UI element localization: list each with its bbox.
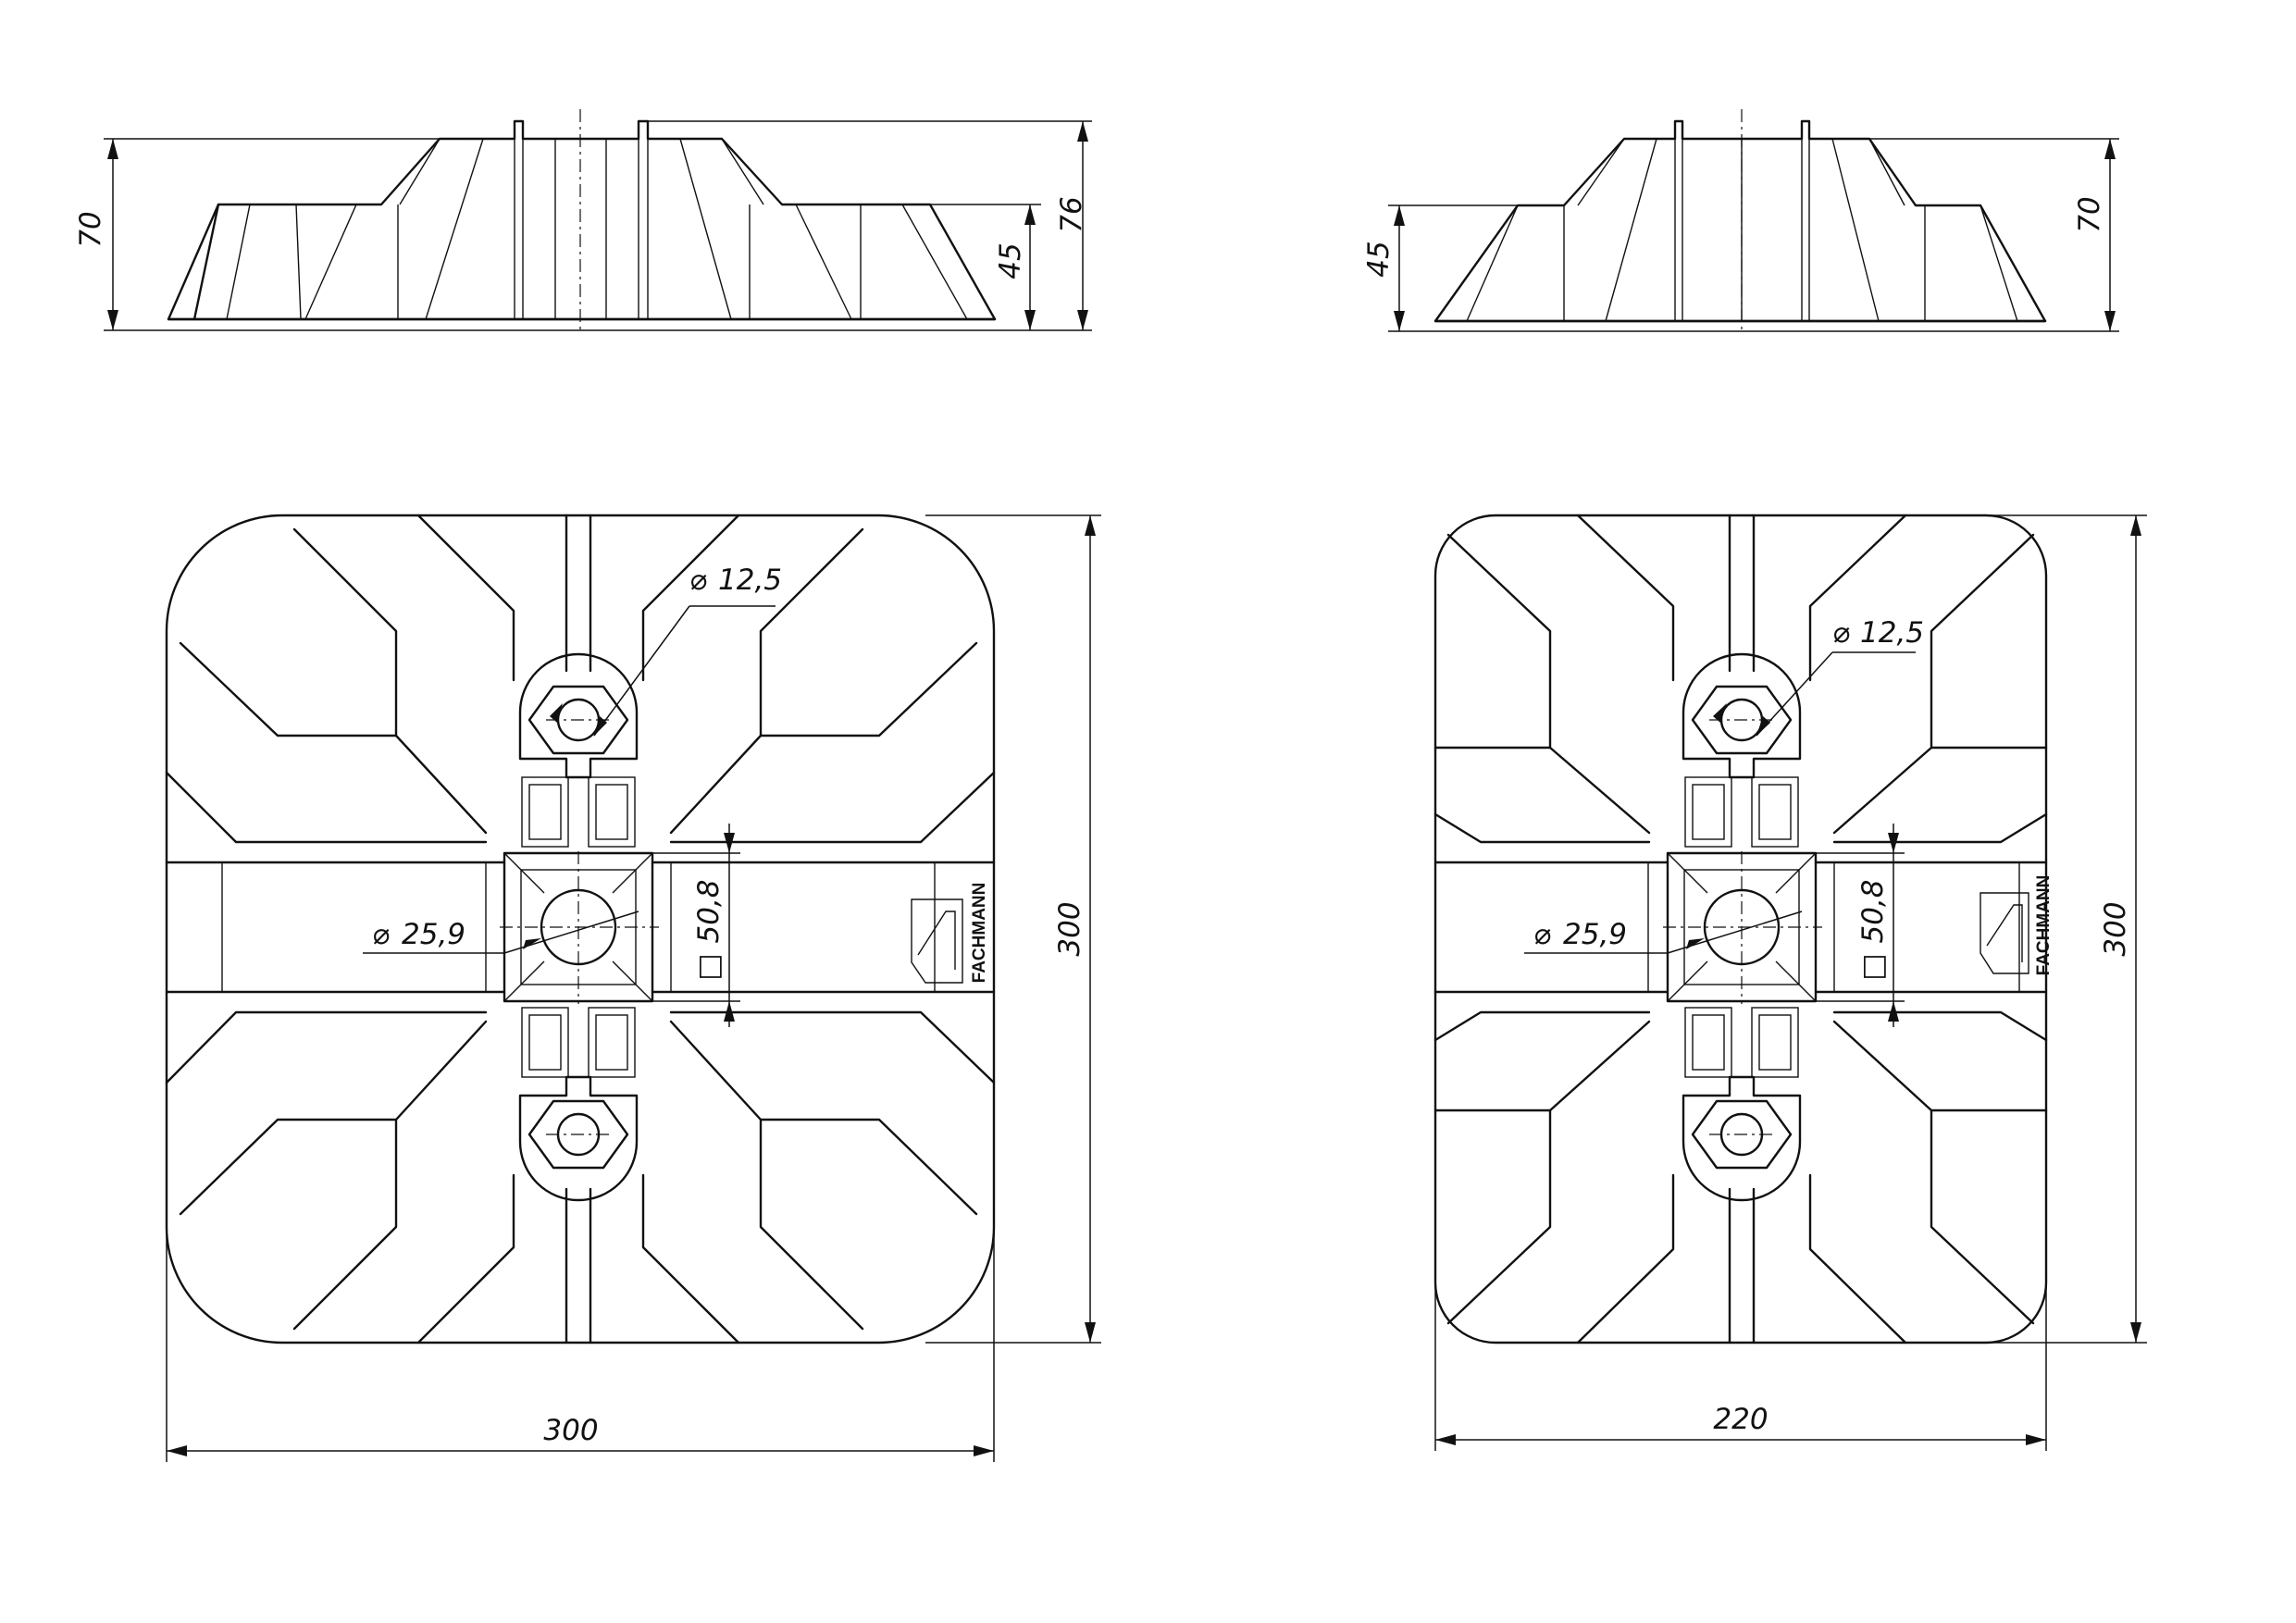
fachmann-logo: FACHMANN (911, 883, 989, 984)
left-side-dimensions: 70 76 45 (74, 120, 1092, 331)
right-plan-view: FACHMANN (1433, 514, 2054, 1344)
brand-label-right: FACHMANN (2034, 875, 2054, 976)
right-height-total-label: 70 (2073, 196, 2106, 232)
brand-label: FACHMANN (970, 883, 989, 984)
left-bore-diameter-symbol: ⌀ (372, 918, 390, 951)
right-hole-diameter-symbol: ⌀ (1832, 616, 1850, 650)
left-bore-diameter-label: 25,9 (402, 918, 465, 951)
right-hole-diameter-label: 12,5 (1860, 616, 1924, 650)
right-bore-diameter-symbol: ⌀ (1533, 918, 1551, 951)
right-height-300-label: 300 (2099, 901, 2132, 956)
left-width-300-label: 300 (543, 1414, 598, 1447)
right-plan-dimensions: ⌀ 12,5 ⌀ 25,9 □ 50,8 300 220 (1434, 514, 2147, 1451)
right-width-220-label: 220 (1713, 1403, 1768, 1436)
left-height-top-label: 76 (1055, 196, 1088, 232)
right-height-mid-label: 45 (1362, 241, 1396, 277)
left-hole-diameter-symbol: ⌀ (689, 564, 707, 597)
right-side-dimensions: 45 70 (1362, 138, 2119, 332)
left-plan-dimensions: ⌀ 12,5 ⌀ 25,9 □ 50,8 300 300 (166, 514, 1101, 1462)
left-square-symbol: □ (692, 953, 726, 980)
left-height-total-label: 70 (74, 211, 107, 247)
right-bore-diameter-label: 25,9 (1563, 918, 1627, 951)
right-side-elevation (1433, 109, 2047, 333)
left-height-mid-label: 45 (994, 242, 1027, 279)
left-hole-diameter-label: 12,5 (718, 564, 782, 597)
right-square-symbol: □ (1856, 953, 1890, 980)
left-side-elevation (167, 109, 997, 333)
left-height-300-label: 300 (1053, 901, 1086, 956)
left-square-label: 50,8 (692, 879, 726, 943)
left-plan-ribs (165, 514, 996, 1344)
fachmann-logo-right: FACHMANN (1980, 875, 2054, 976)
left-plan-view: FACHMANN (165, 514, 996, 1344)
right-plan-ribs (1433, 514, 2048, 1344)
right-square-label: 50,8 (1856, 879, 1890, 943)
